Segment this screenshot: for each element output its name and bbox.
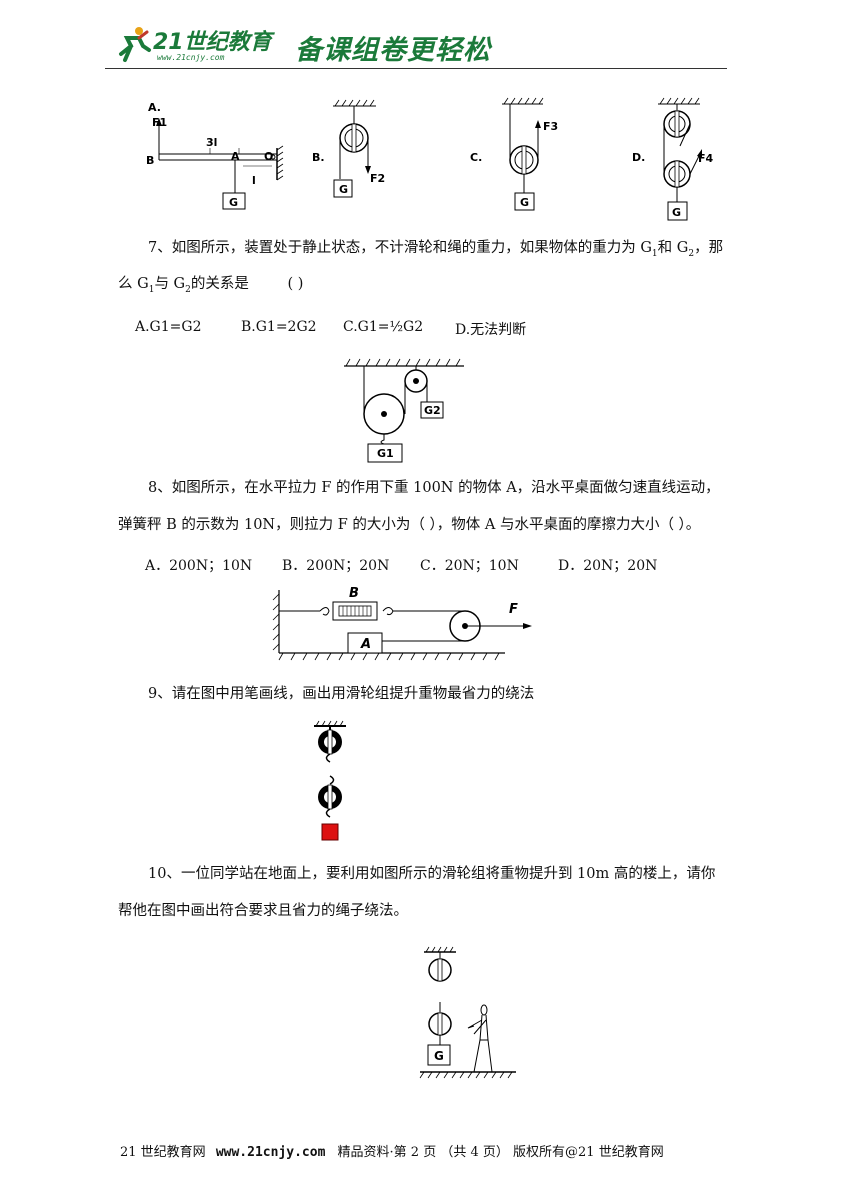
q7-fig-g1: G1 xyxy=(377,447,394,460)
figure-c-movable-pulley xyxy=(502,97,544,211)
q8-fig-a: A xyxy=(360,637,371,652)
q7-option-b: B.G1=2G2 xyxy=(241,319,317,335)
header-slogan: 备课组卷更轻松 xyxy=(295,35,491,66)
page-header: 21世纪教育 www.21cnjy.com 备课组卷更轻松 xyxy=(105,18,727,70)
q9-line1: 9、请在图中用笔画线，画出用滑轮组提升重物最省力的绕法 xyxy=(148,686,535,702)
q8-option-b: B．200N；20N xyxy=(282,558,390,574)
fig-a-f1: F1 xyxy=(152,116,167,129)
q8-option-d: D．20N；20N xyxy=(558,558,658,574)
q7-answer-paren: ( ) xyxy=(287,276,304,292)
fig-d-g: G xyxy=(672,206,681,219)
figure-b-fixed-pulley xyxy=(333,99,376,198)
fig-a-3l: 3l xyxy=(206,136,217,149)
fig-c-f3: F3 xyxy=(543,120,558,133)
figure-a-lever xyxy=(156,118,284,210)
q8-fig-b: B xyxy=(349,586,359,601)
q7-figure: G2 G1 xyxy=(344,358,464,463)
figure-lever-and-pulleys: A. F1 3l B A O l G B. F2 G xyxy=(146,97,714,221)
q8-figure: B A F xyxy=(272,586,532,661)
fig-a-label: A. xyxy=(148,101,161,114)
fig-a-l: l xyxy=(252,174,256,187)
q10-figure: G xyxy=(419,946,516,1079)
fig-a-o: O xyxy=(264,150,273,163)
fig-a-a: A xyxy=(231,150,240,163)
q7-line1: 7、如图所示，装置处于静止状态，不计滑轮和绳的重力，如果物体的重力为 G1和 G… xyxy=(148,240,724,259)
q8-line2: 弹簧秤 B 的示数为 10N，则拉力 F 的大小为（ ），物体 A 与水平桌面的… xyxy=(118,517,701,533)
q8-fig-f: F xyxy=(509,602,518,617)
fig-d-label: D. xyxy=(632,151,645,164)
q7-line2: 么 G1与 G2的关系是 ( ) xyxy=(118,276,304,295)
logo-main-text: 21世纪教育 xyxy=(153,30,272,55)
header-rule xyxy=(105,68,727,69)
q7-fig-g2: G2 xyxy=(424,404,441,417)
q8-option-c: C．20N；10N xyxy=(420,558,519,574)
q10-fig-g: G xyxy=(434,1049,444,1063)
q7-option-d: D.无法判断 xyxy=(455,322,527,338)
fig-b-label: B. xyxy=(312,151,325,164)
q8-option-a: A．200N；10N xyxy=(145,558,253,574)
q9-figure xyxy=(314,720,346,841)
fig-a-b: B xyxy=(146,154,154,167)
footer-page-info: 精品资料·第 2 页 （共 4 页） 版权所有@21 世纪教育网 xyxy=(337,1145,664,1160)
q10-line1: 10、一位同学站在地面上，要利用如图所示的滑轮组将重物提升到 10m 高的楼上，… xyxy=(148,866,716,882)
fig-b-f2: F2 xyxy=(370,172,385,185)
footer-url-link[interactable]: www.21cnjy.com xyxy=(215,1145,326,1160)
logo-runner-icon xyxy=(119,27,151,62)
q10-line2: 帮他在图中画出符合要求且省力的绳子绕法。 xyxy=(118,903,408,919)
fig-b-g: G xyxy=(339,183,348,196)
person-figure xyxy=(467,1004,493,1073)
fig-c-label: C. xyxy=(470,151,482,164)
q7-option-a: A.G1=G2 xyxy=(135,319,202,335)
footer-site: 21 世纪教育网 xyxy=(120,1145,206,1160)
logo-url-text: www.21cnjy.com xyxy=(157,53,225,62)
fig-d-f4: F4 xyxy=(698,152,714,165)
q8-line1: 8、如图所示，在水平拉力 F 的作用下重 100N 的物体 A，沿水平桌面做匀速… xyxy=(148,480,720,496)
figure-d-pulley-block xyxy=(658,97,702,221)
fig-a-g: G xyxy=(229,196,238,209)
fig-c-g: G xyxy=(520,196,529,209)
q7-option-c: C.G1=½G2 xyxy=(343,319,424,335)
page-footer: 21 世纪教育网 www.21cnjy.com 精品资料·第 2 页 （共 4 … xyxy=(120,1141,664,1160)
